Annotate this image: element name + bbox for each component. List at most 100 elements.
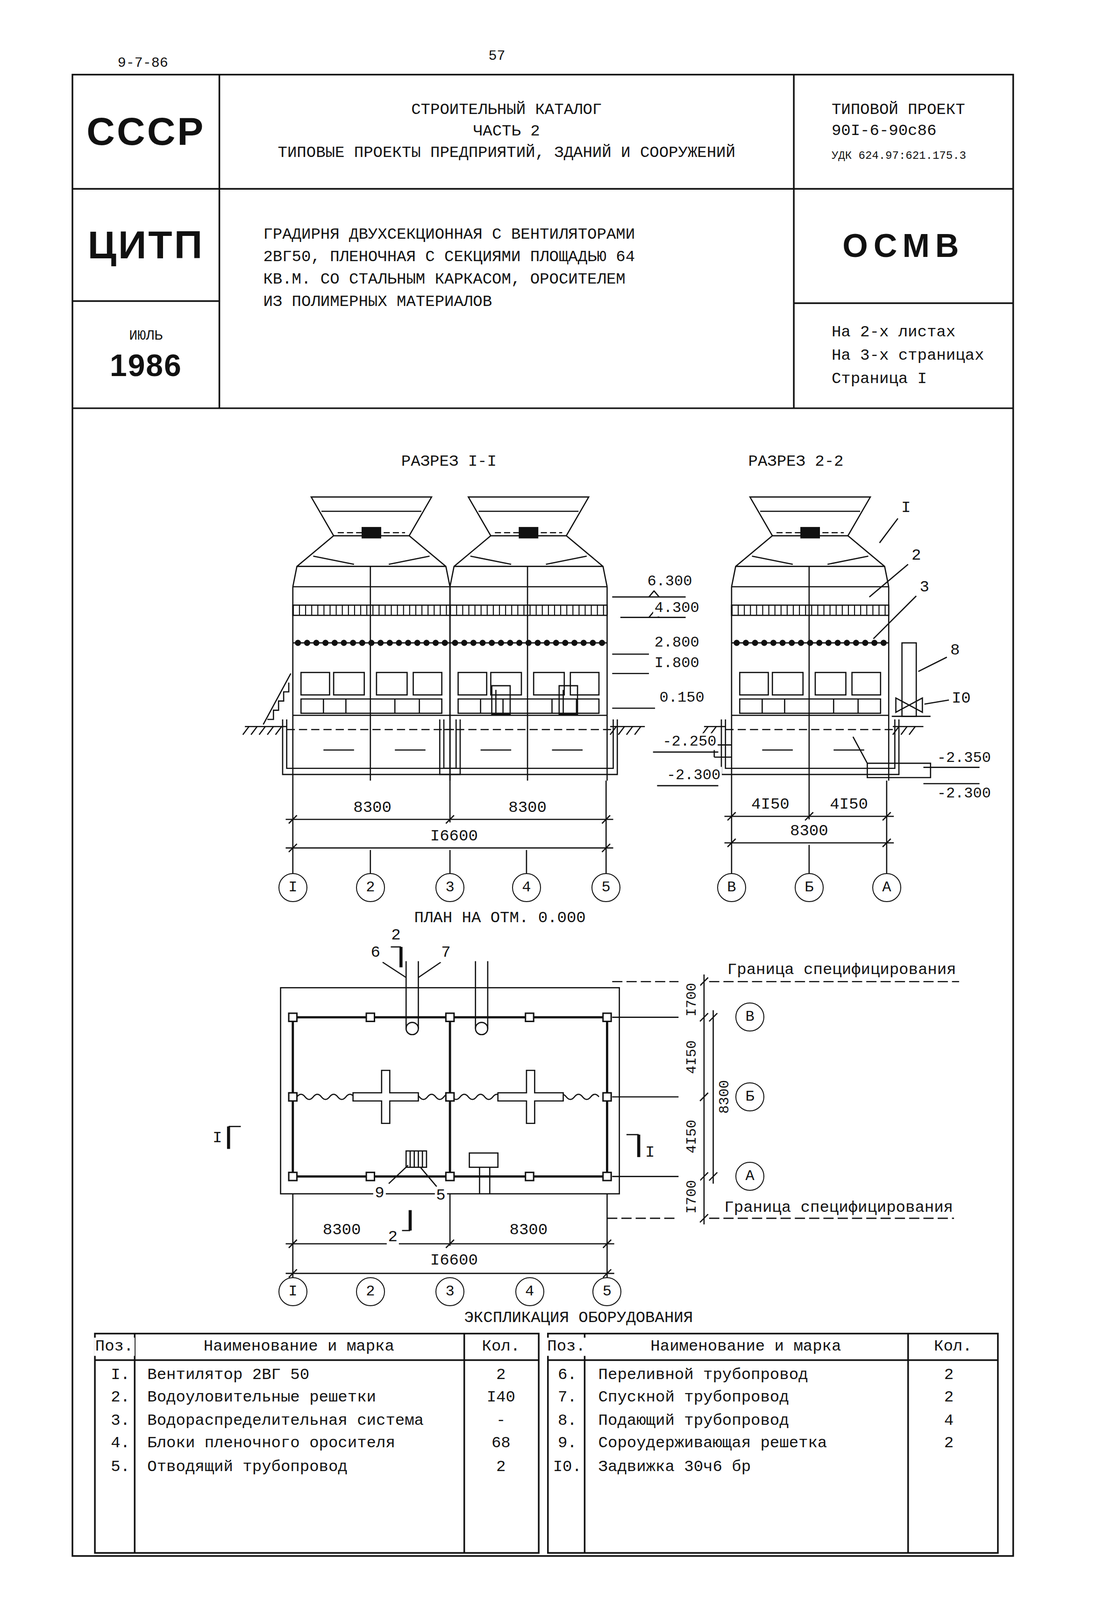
table-cell: Отводящий трубопровод [145,1458,349,1477]
section-mark: I [211,1129,224,1148]
dimension-label: 8300 [321,1221,363,1240]
cell-text: ГРАДИРНЯ ДВУХСЕКЦИОННАЯ С ВЕНТИЛЯТОРАМИ … [263,223,647,314]
cell-text: А [882,880,891,896]
section-mark: I [643,1143,656,1162]
cell-text: 4 [525,1284,535,1300]
callout-number: 2 [910,547,923,566]
dimension-label: 4I50 [828,796,870,815]
cell-text: ОСМВ [842,227,965,264]
table-cell: 6. [556,1366,579,1385]
catalog-cell: СТРОИТЕЛЬНЫЙ КАТАЛОГ ЧАСТЬ 2ТИПОВЫЕ ПРОЕ… [219,74,795,189]
organization-cell: СССР [72,74,220,189]
table-cell: Блоки пленочного оросителя [145,1434,397,1454]
table-cell: 5. [109,1458,132,1477]
callout-number: 2 [389,926,402,945]
axis-marker: 3 [435,1277,465,1307]
boundary-note: Граница специфицирования [722,1198,955,1218]
cell-text: I [288,1284,298,1300]
axis-marker: 5 [591,873,621,903]
cell-text: А [745,1168,755,1184]
organization-cell: ЦИТП [72,188,220,301]
cell-text: СССР [86,109,206,153]
cell-text: I [288,880,298,896]
section-mark: 2 [386,1228,399,1247]
cell-text: 3 [445,1284,455,1300]
sheet-mark: 57 [487,48,507,65]
table-cell: Сороудерживающая решетка [597,1434,829,1454]
cell-text: 4 [521,880,531,896]
table-cell: - [494,1412,507,1431]
elevation-mark: 2.800 [653,633,701,652]
axis-marker: Б [735,1082,765,1112]
axis-marker: I [278,1277,308,1307]
cell-text: Страница I [831,367,927,391]
table-cell: I. [109,1366,132,1385]
dimension-label: 4I50 [683,1038,700,1076]
table-cell: Кол. [932,1337,974,1356]
dimension-label: I700 [683,1178,700,1216]
axis-marker: 3 [435,873,465,903]
axis-marker: А [735,1161,765,1191]
callout-number: I0 [950,689,973,708]
cell-text: ИЮЛЬ [128,326,163,346]
cell-text: 1986 [109,348,183,383]
table-title: ЭКСПЛИКАЦИЯ ОБОРУДОВАНИЯ [462,1309,695,1328]
cell-text: СТРОИТЕЛЬНЫЙ КАТАЛОГ ЧАСТЬ 2 [394,99,619,143]
section-2-2 [702,497,980,874]
dimension-label: 8300 [507,1221,549,1240]
callout-number: 9 [373,1184,386,1204]
table-cell: Задвижка 30ч6 бр [597,1458,753,1477]
table-cell: 9. [556,1434,579,1454]
elevation-mark: 6.300 [645,572,694,591]
axis-marker: В [735,1002,765,1032]
cell-text: ТИПОВОЙ ПРОЕКТ 90I-6-90с86 [831,99,991,143]
table-cell: I0. [551,1458,584,1477]
table-cell: Спускной трубопровод [597,1388,791,1407]
table-cell: 2 [494,1458,507,1477]
cell-text: ЦИТП [87,223,205,267]
project-number-cell: ТИПОВОЙ ПРОЕКТ 90I-6-90с86УДК 624.97:621… [793,74,1014,189]
cell-text: В [726,880,736,896]
table-cell: I40 [485,1388,517,1407]
table-cell: Водораспределительная система [145,1412,426,1431]
table-cell: 2. [109,1388,132,1407]
cell-text: 3 [445,880,455,896]
table-cell: Поз. [93,1337,136,1356]
dimension-label: I6600 [428,827,480,846]
callout-number: 8 [948,641,962,661]
axis-marker: 5 [592,1277,622,1307]
table-cell: 2 [942,1366,955,1385]
table-cell: Наименование и марка [202,1337,396,1356]
callout-number: 7 [439,943,452,962]
table-cell: 8. [556,1412,579,1431]
elevation-mark: 0.150 [658,689,706,707]
sheet-mark: 9-7-86 [116,55,170,72]
plan-view [228,947,960,1278]
section-1-1 [242,497,719,874]
table-cell: Кол. [480,1337,522,1356]
cell-text: В [745,1009,755,1025]
table-cell: 4. [109,1434,132,1454]
view-title: ПЛАН НА ОТМ. 0.000 [412,909,587,928]
dimension-label: I700 [683,981,700,1019]
dimension-label: 8300 [716,1078,733,1116]
axis-marker: В [717,873,747,903]
cell-text: Б [745,1089,755,1105]
view-title: РАЗРЕЗ I-I [399,453,499,472]
dimension-label: 8300 [351,798,393,818]
title-cell: ГРАДИРНЯ ДВУХСЕКЦИОННАЯ С ВЕНТИЛЯТОРАМИ … [219,188,795,409]
table-cell: 68 [490,1434,513,1454]
cell-text: На 2-х листах [831,320,956,344]
table-cell: Водоуловительные решетки [145,1388,378,1407]
elevation-mark: -2.300 [665,766,722,784]
dimension-label: I6600 [428,1252,480,1271]
callout-number: 6 [369,943,382,962]
dimension-label: 8300 [506,798,549,818]
callout-number: I [899,498,912,518]
elevation-mark: -2.250 [661,733,718,751]
axis-marker: 4 [512,873,542,903]
axis-marker: I [278,873,308,903]
cell-text: 2 [365,880,375,896]
table-cell: Поз. [545,1337,587,1356]
